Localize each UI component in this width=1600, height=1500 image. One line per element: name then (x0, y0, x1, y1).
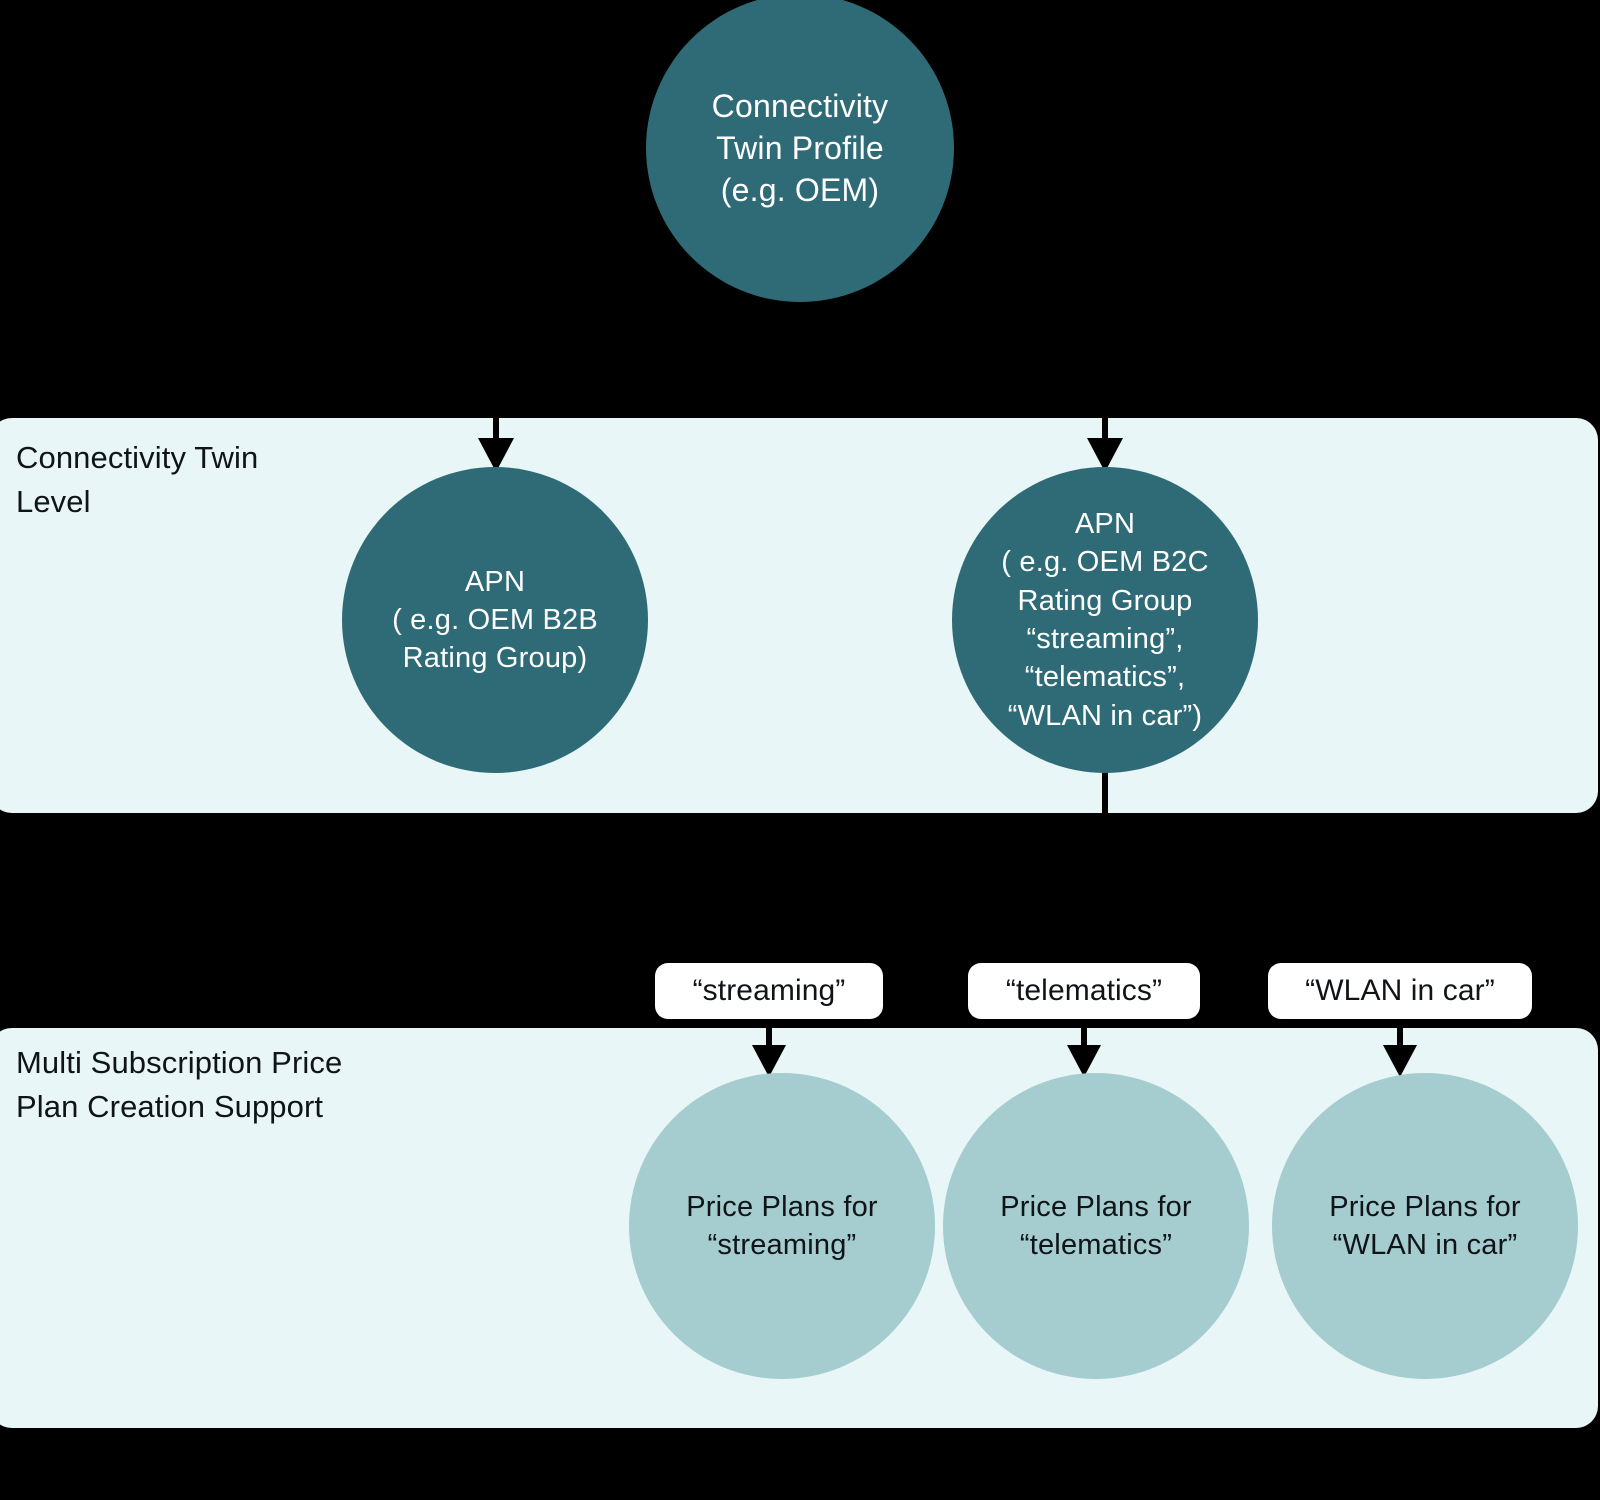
node-label-price-plans-telematics: Price Plans for “telematics” (1000, 1190, 1192, 1261)
node-connectivity-twin-profile[interactable]: Connectivity Twin Profile (e.g. OEM) (646, 0, 954, 302)
connector-streaming-to-price-plans (752, 1019, 786, 1077)
connector-apn-b2c-down (1102, 770, 1108, 816)
connector-wlan-to-price-plans (1383, 1019, 1417, 1077)
connector-stub-wlan (1397, 955, 1403, 969)
connector-stub-streaming (766, 955, 772, 969)
connector-telematics-to-price-plans (1067, 1019, 1101, 1077)
node-apn-b2b[interactable]: APN ( e.g. OEM B2B Rating Group) (342, 467, 648, 773)
node-label-apn-b2b: APN ( e.g. OEM B2B Rating Group) (392, 565, 598, 675)
node-price-plans-streaming[interactable]: Price Plans for “streaming” (629, 1073, 935, 1379)
pill-rating-group-wlan-in-car[interactable]: “WLAN in car” (1268, 963, 1532, 1019)
node-label-apn-b2c: APN ( e.g. OEM B2C Rating Group “streami… (1001, 508, 1209, 732)
pill-label-telematics: “telematics” (1005, 974, 1163, 1007)
node-label-price-plans-wlan-in-car: Price Plans for “WLAN in car” (1329, 1190, 1521, 1261)
pill-label-streaming: “streaming” (692, 974, 846, 1007)
pill-rating-group-telematics[interactable]: “telematics” (968, 963, 1200, 1019)
node-label-price-plans-streaming: Price Plans for “streaming” (686, 1190, 878, 1261)
connector-root-to-apn-b2c (1087, 300, 1123, 472)
node-price-plans-wlan-in-car[interactable]: Price Plans for “WLAN in car” (1272, 1073, 1578, 1379)
connector-stub-telematics (1081, 955, 1087, 969)
band-label-multi-subscription-price-plan: Multi Subscription Price Plan Creation S… (16, 1045, 343, 1125)
band-connectivity-twin-level: Connectivity Twin Level (0, 418, 1598, 813)
pill-rating-group-streaming[interactable]: “streaming” (655, 963, 883, 1019)
connector-root-to-apn-b2b (478, 300, 514, 472)
band-label-connectivity-twin-level: Connectivity Twin Level (16, 440, 259, 520)
pill-label-wlan-in-car: “WLAN in car” (1305, 974, 1495, 1007)
node-apn-b2c[interactable]: APN ( e.g. OEM B2C Rating Group “streami… (952, 467, 1258, 773)
node-price-plans-telematics[interactable]: Price Plans for “telematics” (943, 1073, 1249, 1379)
node-label-connectivity-twin-profile: Connectivity Twin Profile (e.g. OEM) (711, 87, 889, 209)
